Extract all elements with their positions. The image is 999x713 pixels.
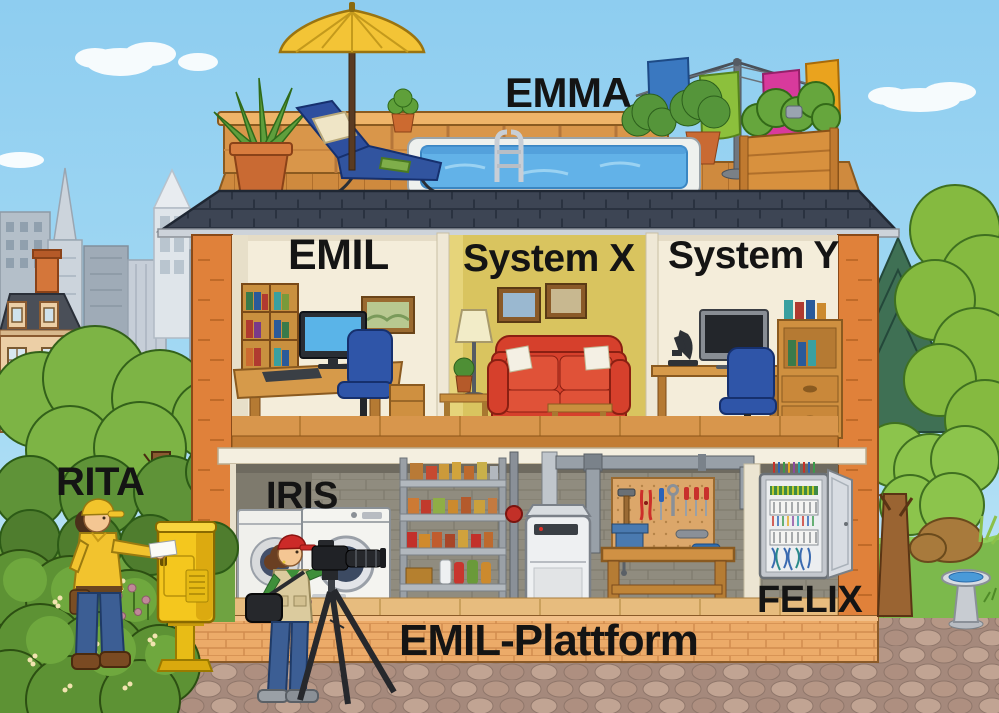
pliers-icon <box>639 489 653 521</box>
label-iris: IRIS <box>266 475 338 517</box>
label-system-x: System X <box>463 237 635 280</box>
rita-mail-carrier <box>68 498 178 670</box>
label-rita: RITA <box>56 460 145 504</box>
office-chair-system-y <box>719 347 777 442</box>
screwdriver-set-icons <box>684 487 709 516</box>
label-emil-plattform: EMIL-Plattform <box>399 616 699 665</box>
iris-photographer <box>245 534 397 705</box>
camera-bag <box>245 593 283 623</box>
second-floor <box>231 232 843 449</box>
bookshelf <box>241 283 299 373</box>
office-chair-emil <box>337 329 393 432</box>
tree-trunk <box>876 493 914 617</box>
patio-umbrella <box>278 2 426 171</box>
upper-floor <box>232 416 838 438</box>
electrical-panel <box>758 462 853 580</box>
furnace <box>524 504 592 614</box>
pool-ladder <box>494 129 524 182</box>
lounge-chair <box>295 99 443 198</box>
panel-door <box>827 468 853 580</box>
red-cap <box>277 534 307 550</box>
room-system-x <box>439 283 646 443</box>
parapet-pot-plant <box>387 88 419 133</box>
camera <box>311 540 386 571</box>
agave-plant <box>213 77 309 197</box>
level-tool-icon <box>675 529 709 539</box>
swimming-pool <box>407 129 701 197</box>
birdbath <box>941 569 991 630</box>
workbench <box>600 523 736 613</box>
envelope <box>148 539 178 559</box>
label-emil: EMIL <box>288 231 389 279</box>
wrench-icon <box>667 484 679 516</box>
label-felix: FELIX <box>757 579 863 621</box>
label-system-y: System Y <box>668 234 839 277</box>
yellow-cap <box>81 498 115 516</box>
rooftop-terrace <box>213 2 861 198</box>
camera-tripod <box>297 568 397 705</box>
wall-picture <box>361 296 415 334</box>
pantry-shelf <box>399 457 507 611</box>
screwdriver-icon <box>659 488 664 520</box>
trees-right <box>840 184 999 538</box>
foreground-right <box>876 493 999 630</box>
monitor-system-y <box>699 309 769 369</box>
microscope <box>668 330 698 366</box>
wall-pictures <box>497 283 587 323</box>
label-emma: EMMA <box>505 69 632 116</box>
brown-bush <box>909 517 983 563</box>
wall-divider <box>645 232 659 439</box>
red-sofa <box>487 335 631 434</box>
clouds <box>0 42 976 168</box>
